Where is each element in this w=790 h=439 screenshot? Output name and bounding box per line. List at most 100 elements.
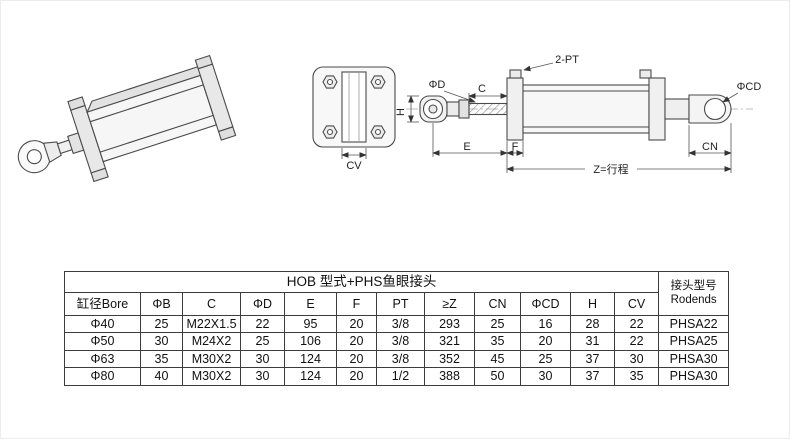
col-header-pt: PT (376, 292, 425, 316)
table-cell: 124 (284, 367, 337, 386)
rodends-header-cn: 接头型号 (670, 279, 717, 292)
dim-label-h: H (395, 108, 407, 116)
table-cell: Φ63 (64, 349, 141, 369)
table-cell: M30X2 (182, 349, 241, 369)
table-cell: 20 (336, 367, 377, 386)
iso-cylinder-view (17, 54, 237, 183)
table-cell: 321 (424, 332, 475, 351)
col-header-cn: CN (474, 292, 521, 316)
table-cell: 22 (240, 314, 285, 334)
dim-label-f: F (512, 141, 519, 153)
clevis-hole (703, 97, 727, 121)
table-cell: M24X2 (182, 332, 241, 351)
table-cell: 3/8 (376, 314, 425, 334)
table-cell: 22 (613, 314, 660, 334)
table-cell: 22 (613, 332, 660, 351)
col-header-h: H (570, 292, 615, 316)
table-cell: 40 (140, 367, 183, 386)
dim-label-c: C (478, 83, 486, 95)
table-cell: Φ50 (64, 332, 141, 351)
col-header-bore: 缸径Bore (64, 292, 141, 316)
dim-label-2pt: 2-PT (555, 54, 579, 66)
table-cell: 35 (613, 367, 660, 386)
rodends-header-en: Rodends (670, 293, 717, 306)
table-cell: 25 (474, 314, 521, 334)
table-cell: 20 (336, 314, 377, 334)
table-header-row: 缸径Bore ΦB C ΦD E F PT ≥Z CN ΦCD H CV (64, 292, 729, 316)
cylinder-tube (522, 84, 650, 134)
rear-cap (648, 77, 666, 141)
rodends-header: 接头型号 Rodends (658, 271, 730, 316)
table-cell: 3/8 (376, 332, 425, 351)
dim-label-phi-cd: ΦCD (737, 81, 762, 93)
threaded-rod (468, 102, 508, 116)
table-cell: 20 (336, 332, 377, 351)
table-cell: 30 (520, 367, 571, 386)
table-cell: 35 (140, 349, 183, 369)
lock-nut (458, 99, 470, 119)
table-cell: 50 (474, 367, 521, 386)
table-cell: 106 (284, 332, 337, 351)
port-rear (639, 69, 652, 79)
table-cell: 25 (240, 332, 285, 351)
technical-drawings: CV (17, 54, 762, 183)
table-cell: M30X2 (182, 367, 241, 386)
table-cell: PHSA30 (658, 349, 730, 369)
col-header-phi-d: ΦD (240, 292, 285, 316)
table-cell: 20 (336, 349, 377, 369)
table-cell: 30 (240, 349, 285, 369)
table-title-row: HOB 型式+PHS鱼眼接头 接头型号 Rodends (63, 271, 730, 316)
dim-label-e: E (463, 141, 470, 153)
table-cell: 30 (140, 332, 183, 351)
table-cell: 35 (474, 332, 521, 351)
col-header-e: E (284, 292, 337, 316)
side-section-view (406, 69, 753, 141)
col-header-phi-b: ΦB (140, 292, 183, 316)
table-cell: 25 (140, 314, 183, 334)
col-header-phi-cd: ΦCD (520, 292, 571, 316)
col-header-z: ≥Z (424, 292, 475, 316)
col-header-f: F (336, 292, 377, 316)
table-cell: M22X1.5 (182, 314, 241, 334)
cv-dimension (341, 148, 367, 159)
dim-label-cn: CN (702, 141, 718, 153)
table-cell: Φ80 (64, 367, 141, 386)
port-front (509, 69, 522, 79)
col-header-cv: CV (613, 292, 660, 316)
table-cell: 293 (424, 314, 475, 334)
flange-front-view (312, 66, 396, 148)
flange-center-slot (341, 71, 367, 143)
dim-label-phi-d: ΦD (429, 79, 446, 91)
col-header-c: C (182, 292, 241, 316)
table-cell: 37 (570, 367, 615, 386)
table-cell: 28 (570, 314, 615, 334)
table-cell: 16 (520, 314, 571, 334)
dim-label-cv: CV (346, 160, 362, 172)
spec-table: HOB 型式+PHS鱼眼接头 接头型号 Rodends 缸径Bore ΦB C … (63, 271, 730, 386)
table-cell: Φ40 (64, 314, 141, 334)
table-cell: 37 (570, 349, 615, 369)
table-cell: 95 (284, 314, 337, 334)
dim-label-z-stroke: Z=行程 (593, 163, 628, 176)
table-title: HOB 型式+PHS鱼眼接头 (63, 271, 660, 293)
table-cell: 45 (474, 349, 521, 369)
table-cell: 124 (284, 349, 337, 369)
table-cell: 20 (520, 332, 571, 351)
side-view-dimensions (407, 62, 739, 173)
table-cell: 1/2 (376, 367, 425, 386)
table-cell: PHSA22 (658, 314, 730, 334)
table-cell: 3/8 (376, 349, 425, 369)
table-cell: 30 (240, 367, 285, 386)
table-cell: 25 (520, 349, 571, 369)
table-cell: 352 (424, 349, 475, 369)
table-cell: PHSA25 (658, 332, 730, 351)
table-cell: 388 (424, 367, 475, 386)
table-cell: PHSA30 (658, 367, 730, 386)
table-cell: 31 (570, 332, 615, 351)
